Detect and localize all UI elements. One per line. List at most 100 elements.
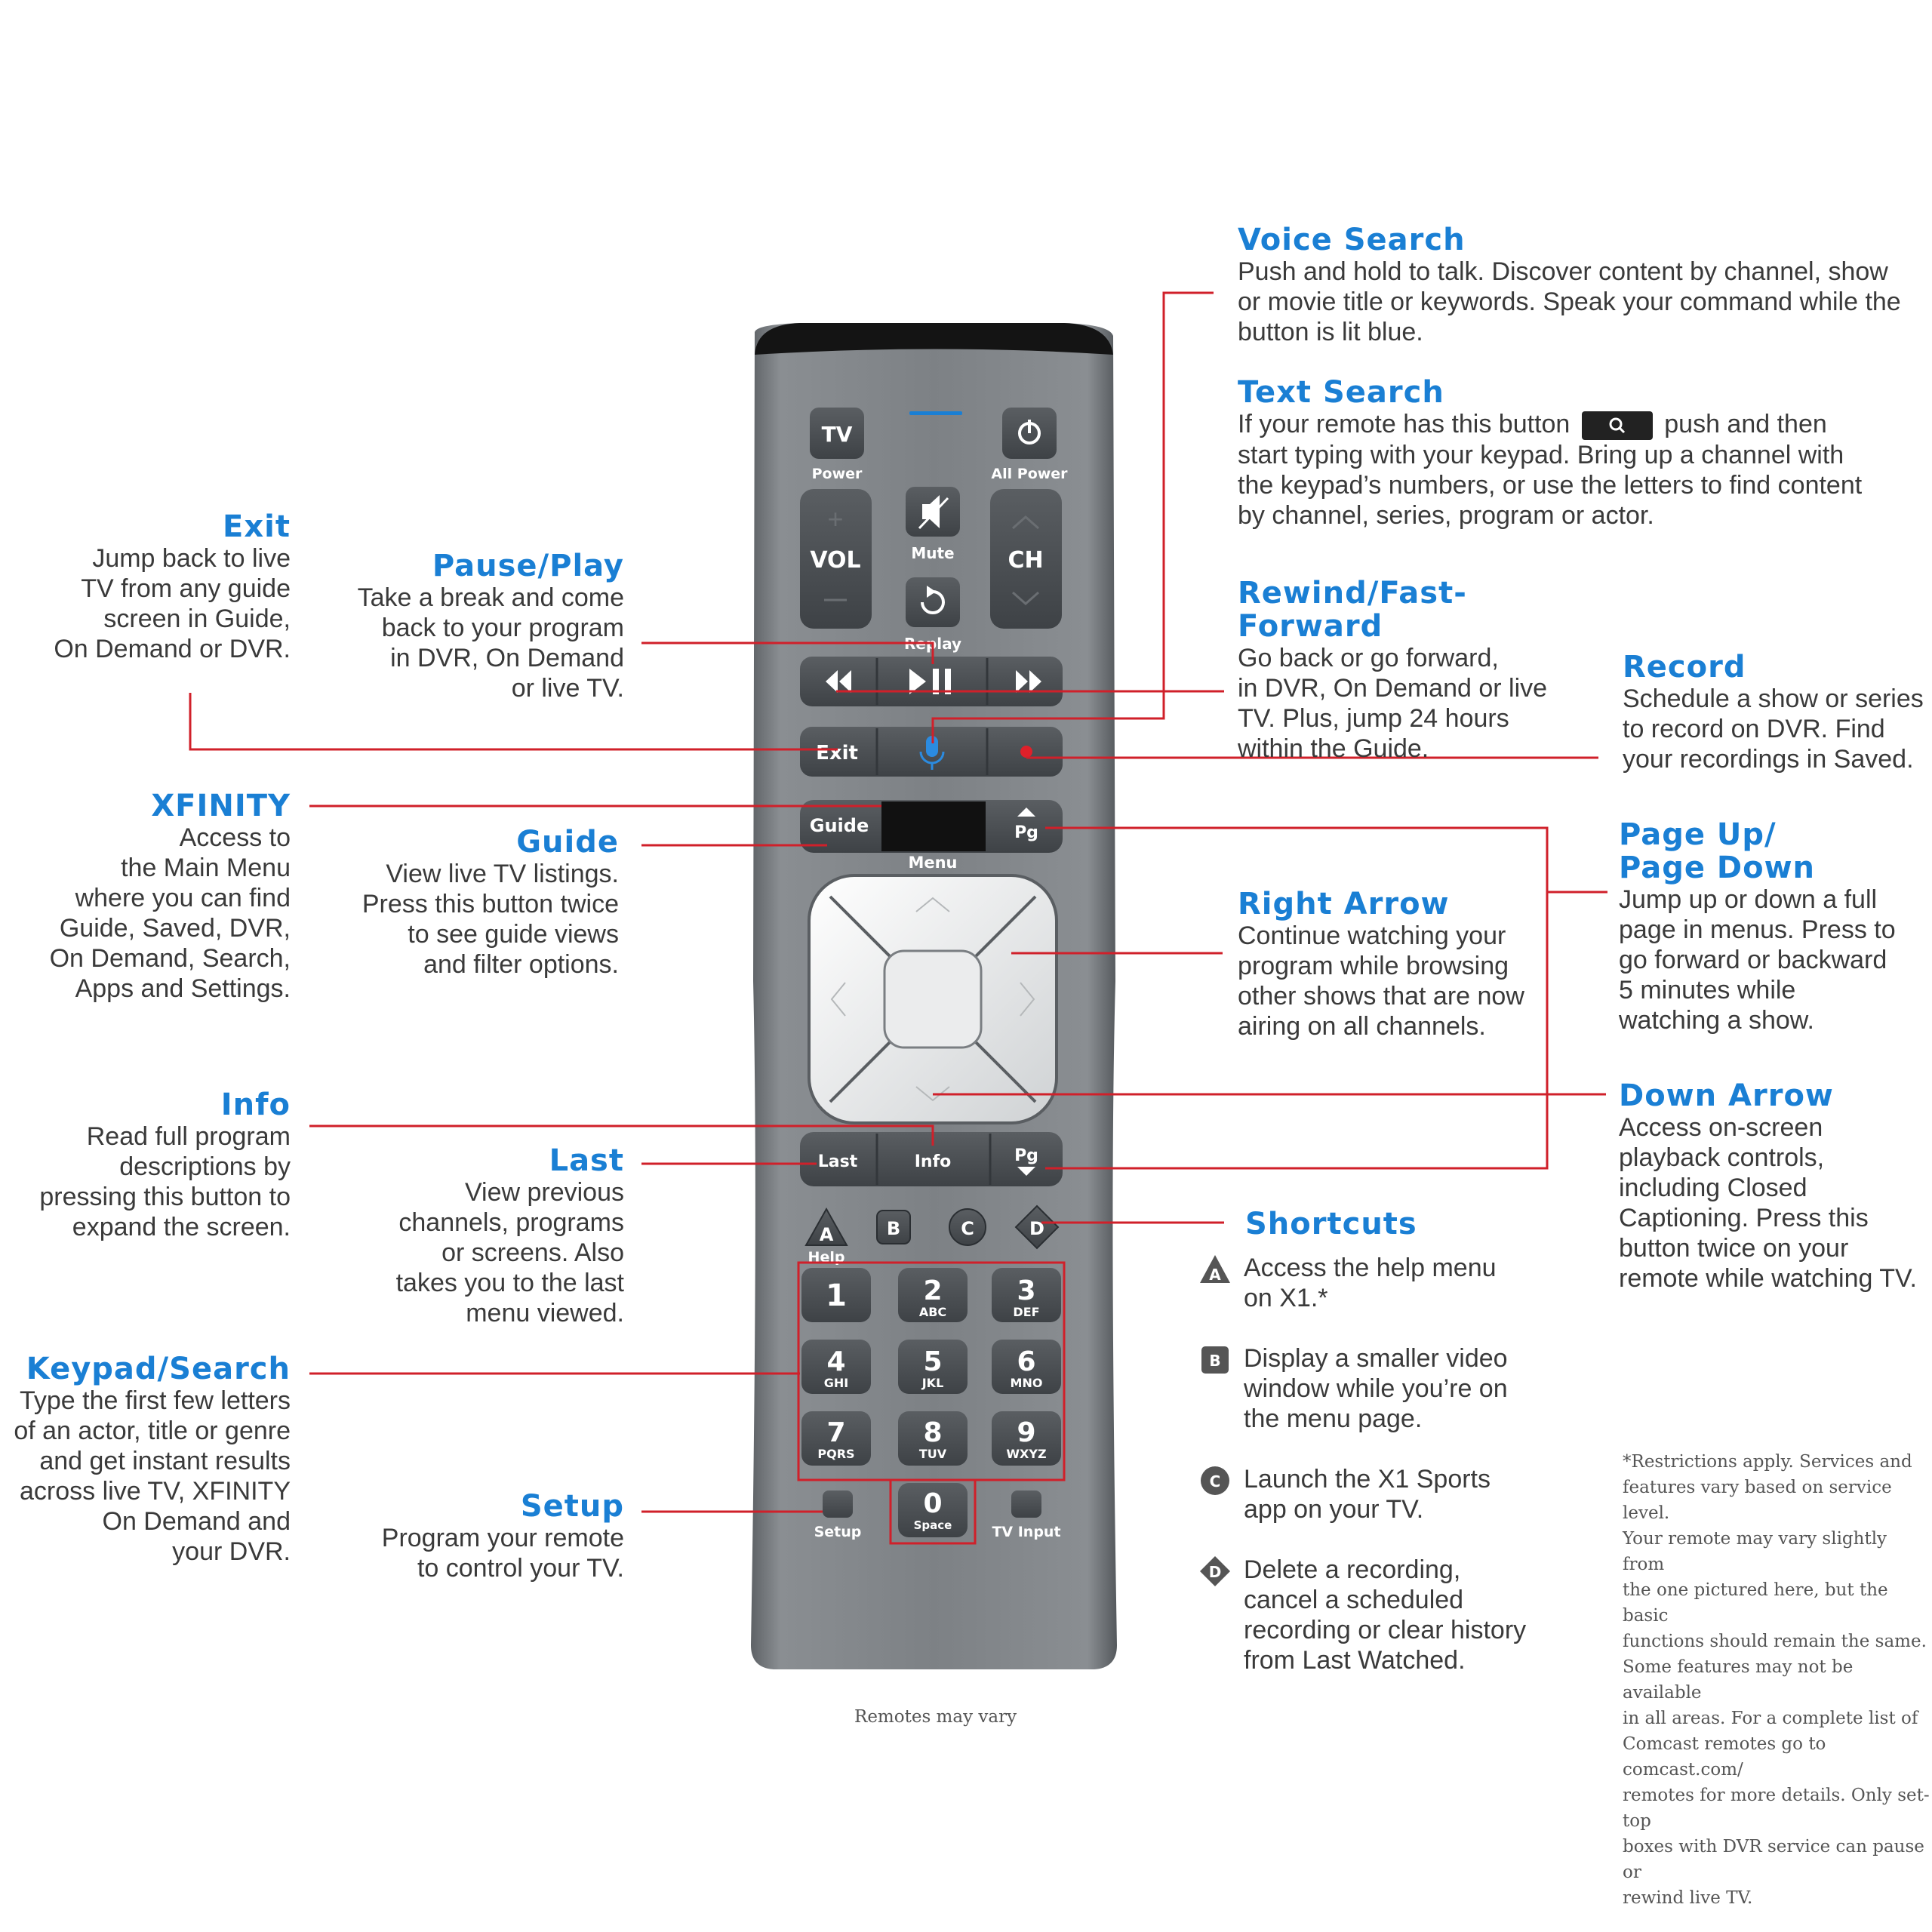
- keypad-line: your DVR.: [172, 1537, 291, 1566]
- ok-button[interactable]: [883, 949, 983, 1049]
- shortcut-a-button[interactable]: A: [804, 1207, 848, 1246]
- tv-input-label: TV Input: [992, 1524, 1060, 1540]
- text-search-line: start typing with your keypad. Bring up …: [1238, 441, 1844, 470]
- pause-play-annotation: Pause/Play Take a break and come back to…: [332, 549, 624, 703]
- menu-label: Menu: [908, 854, 957, 872]
- shortcuts-title: Shortcuts: [1245, 1207, 1417, 1241]
- right-arrow-line: airing on all channels.: [1238, 1012, 1486, 1041]
- text-search-annotation: Text Search If your remote has this butt…: [1238, 376, 1917, 531]
- footnote-line: functions should remain the same.: [1623, 1632, 1927, 1651]
- key-1[interactable]: 1: [801, 1268, 871, 1322]
- footnote-line: Your remote may vary slightly from: [1623, 1529, 1887, 1574]
- voice-search-line: button is lit blue.: [1238, 318, 1423, 346]
- fast-forward-button[interactable]: [1016, 670, 1041, 693]
- up-arrow[interactable]: [915, 897, 950, 912]
- key-9[interactable]: 9 WXYZ: [992, 1411, 1061, 1466]
- shortcut-line: cancel a scheduled: [1244, 1586, 1464, 1614]
- keypad-line: Type the first few letters: [19, 1386, 291, 1415]
- key-2[interactable]: 2 ABC: [898, 1268, 968, 1322]
- guide-annotation: Guide View live TV listings. Press this …: [332, 826, 619, 980]
- svg-text:JKL: JKL: [921, 1376, 944, 1390]
- play-pause-button[interactable]: [909, 669, 951, 694]
- rewind-line: Go back or go forward,: [1238, 644, 1499, 672]
- shortcut-b-button[interactable]: B: [876, 1210, 911, 1244]
- info-title: Info: [220, 1088, 291, 1122]
- svg-text:3: 3: [1017, 1275, 1035, 1306]
- search-key-icon: [1581, 411, 1653, 441]
- right-arrow[interactable]: [1020, 982, 1035, 1017]
- all-power-button[interactable]: [1002, 408, 1057, 459]
- down-arrow-line: including Closed: [1619, 1174, 1807, 1202]
- xfinity-line: the Main Menu: [121, 854, 291, 882]
- rewind-line: within the Guide.: [1238, 734, 1429, 763]
- shortcut-d-button[interactable]: D: [1014, 1204, 1060, 1250]
- ch-label: CH: [1008, 547, 1043, 574]
- setup-button[interactable]: [823, 1491, 853, 1518]
- keypad-title: Keypad/Search: [26, 1352, 291, 1386]
- voice-search-connector: [931, 291, 1214, 743]
- voice-search-annotation: Voice Search Push and hold to talk. Disc…: [1238, 223, 1917, 347]
- guide-line: Press this button twice: [361, 890, 619, 918]
- triangle-a-icon: A: [1200, 1255, 1230, 1284]
- svg-text:DEF: DEF: [1013, 1305, 1039, 1319]
- exit-line: screen in Guide,: [103, 605, 291, 633]
- diamond-d-icon: D: [1200, 1556, 1230, 1586]
- tv-label: TV: [822, 422, 853, 447]
- guide-bar: [800, 800, 1063, 853]
- channel-rocker[interactable]: CH: [990, 489, 1062, 629]
- key-5[interactable]: 5 JKL: [898, 1340, 968, 1394]
- page-down-button[interactable]: Pg: [1014, 1146, 1038, 1176]
- record-button[interactable]: [1020, 746, 1032, 758]
- replay-button[interactable]: [906, 577, 960, 627]
- text-search-line: If your remote has this button push and …: [1238, 409, 1917, 441]
- left-arrow[interactable]: [830, 982, 846, 1017]
- remote-top-cap: [755, 323, 1113, 355]
- info-line: descriptions by: [119, 1152, 291, 1181]
- last-button[interactable]: Last: [818, 1152, 858, 1171]
- last-line: takes you to the last: [395, 1269, 624, 1297]
- keypad-line: On Demand and: [102, 1507, 291, 1536]
- info-annotation: Info Read full program descriptions by p…: [30, 1088, 291, 1242]
- rewind-button[interactable]: [826, 670, 851, 693]
- record-line: Schedule a show or series: [1623, 685, 1924, 713]
- voice-search-button[interactable]: [919, 736, 945, 770]
- keypad-line: of an actor, title or genre: [14, 1417, 291, 1445]
- svg-text:TUV: TUV: [919, 1447, 947, 1461]
- volume-rocker[interactable]: + VOL: [800, 489, 872, 629]
- page-annotation: Page Up/ Page Down Jump up or down a ful…: [1619, 818, 1928, 1035]
- shortcut-c-label: C: [961, 1218, 974, 1239]
- info-button[interactable]: Info: [915, 1152, 952, 1171]
- tv-power-button[interactable]: TV: [810, 408, 864, 459]
- guide-button[interactable]: Guide: [810, 815, 869, 836]
- shortcuts-annotation: Shortcuts: [1245, 1208, 1592, 1241]
- exit-annotation: Exit Jump back to live TV from any guide…: [30, 510, 291, 664]
- shortcut-line: the menu page.: [1244, 1404, 1423, 1433]
- shortcut-c-button[interactable]: C: [949, 1208, 986, 1246]
- info-line: expand the screen.: [72, 1213, 291, 1241]
- svg-text:C: C: [1210, 1472, 1221, 1491]
- key-7[interactable]: 7 PQRS: [801, 1411, 871, 1466]
- setup-line: Program your remote: [381, 1524, 624, 1552]
- info-line: pressing this button to: [39, 1183, 291, 1211]
- down-arrow[interactable]: [915, 1086, 950, 1102]
- mute-button[interactable]: [906, 487, 960, 537]
- right-arrow-line: other shows that are now: [1238, 982, 1524, 1011]
- key-8[interactable]: 8 TUV: [898, 1411, 968, 1466]
- setup-annotation: Setup Program your remote to control you…: [332, 1490, 624, 1583]
- remotes-may-vary-caption: Remotes may vary: [854, 1707, 1017, 1727]
- exit-line: On Demand or DVR.: [54, 635, 291, 663]
- key-3[interactable]: 3 DEF: [992, 1268, 1061, 1322]
- exit-line: TV from any guide: [81, 574, 291, 603]
- key-4[interactable]: 4 GHI: [801, 1340, 871, 1394]
- key-0-space[interactable]: 0 Space: [898, 1483, 968, 1537]
- tv-input-button[interactable]: [1011, 1491, 1041, 1518]
- page-up-button[interactable]: Pg: [1014, 808, 1038, 842]
- key-6[interactable]: 6 MNO: [992, 1340, 1061, 1394]
- page-line: go forward or backward: [1619, 946, 1887, 974]
- exit-button[interactable]: Exit: [816, 742, 858, 764]
- pause-play-title: Pause/Play: [432, 549, 624, 583]
- xfinity-menu-button[interactable]: [881, 801, 986, 851]
- directional-pad: [808, 874, 1058, 1124]
- all-power-label: All Power: [991, 466, 1068, 482]
